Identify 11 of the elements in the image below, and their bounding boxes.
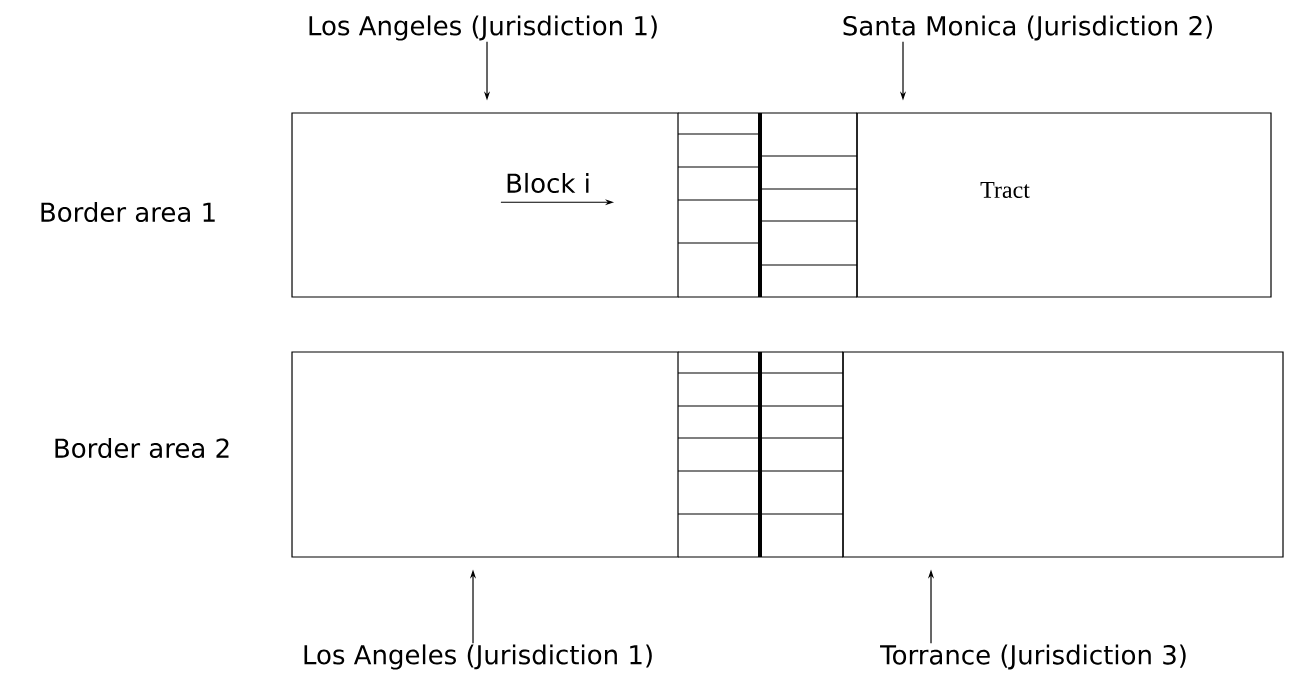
jurisdiction-label: Los Angeles (Jurisdiction 1) [304, 644, 652, 670]
jurisdiction-label: Los Angeles (Jurisdiction 1) [309, 15, 657, 41]
region-box [291, 112, 679, 298]
row-label: Border area 1 [41, 201, 215, 223]
jurisdiction-label: Torrance (Jurisdiction 3) [880, 644, 1186, 670]
row-label: Border area 2 [55, 437, 229, 459]
block-label: Block i [507, 172, 589, 194]
region-box [291, 351, 679, 558]
tract-box: Tract [856, 112, 1272, 298]
region-box [842, 351, 1284, 558]
jurisdiction-label: Santa Monica (Jurisdiction 2) [843, 15, 1212, 41]
